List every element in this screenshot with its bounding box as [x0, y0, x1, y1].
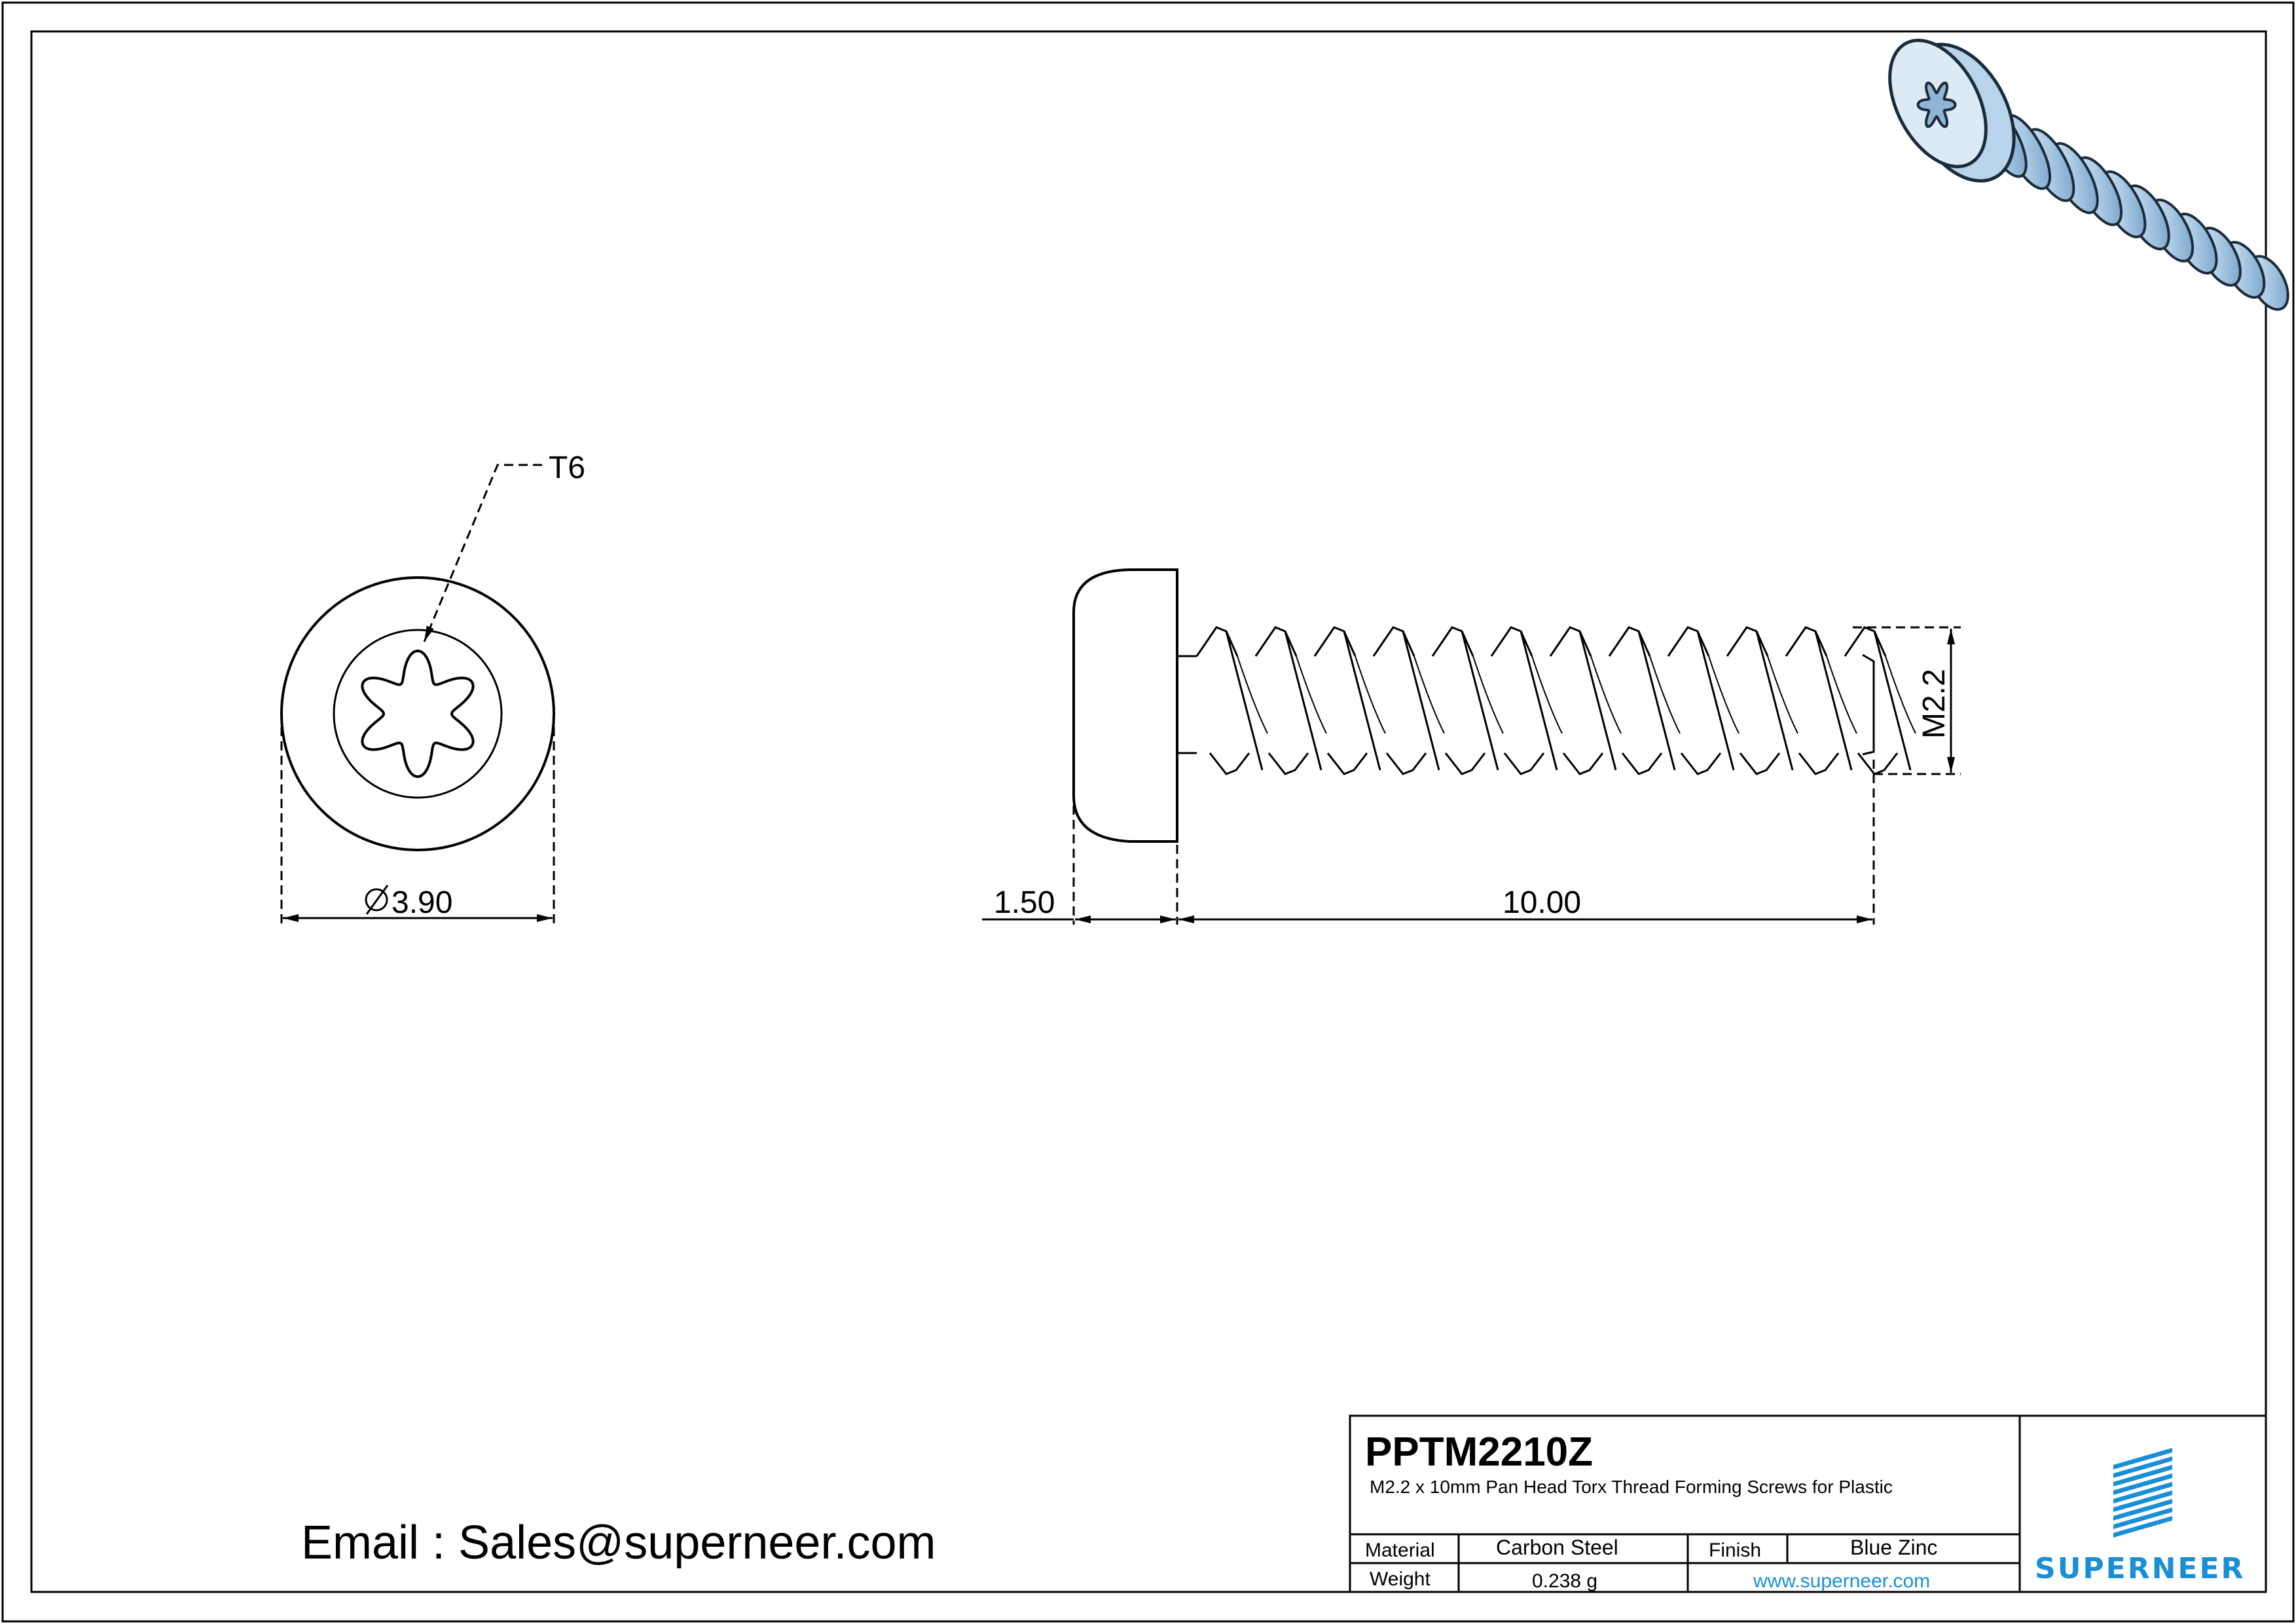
thread-crest-top — [1785, 626, 1828, 657]
screw-tip — [1862, 654, 1875, 756]
thread-crest-bottom — [1621, 752, 1663, 775]
thread-crest-top — [1726, 626, 1769, 657]
logo-stripe — [2113, 1473, 2172, 1495]
isometric-screw-image — [1888, 39, 2289, 311]
thread-helix-inner — [1590, 655, 1622, 734]
thread-crest-bottom — [1267, 752, 1309, 775]
inner-frame — [30, 30, 2267, 1593]
thread-crest-bottom — [1209, 752, 1250, 775]
website-link[interactable]: www.superneer.com — [1753, 1570, 1930, 1592]
drive-leader — [423, 464, 542, 642]
logo-stripe — [2113, 1490, 2172, 1512]
head-height-label: 1.50 — [994, 885, 1055, 920]
thread-helix — [1225, 631, 1264, 771]
head-diameter-label: 3.90 — [392, 885, 452, 920]
thread-helix-inner — [1355, 655, 1386, 734]
thread-crest-top — [1490, 626, 1533, 657]
thread-helix — [1402, 631, 1440, 771]
thread-helix-inner — [1531, 655, 1563, 734]
logo-stripe — [2113, 1482, 2172, 1504]
thread-helix — [1343, 631, 1381, 771]
thread-crest-top — [1844, 626, 1887, 657]
thread-helix — [1461, 631, 1499, 771]
torx-recess — [361, 649, 475, 779]
superneer-logo-icon — [2113, 1448, 2172, 1538]
part-description: M2.2 x 10mm Pan Head Torx Thread Forming… — [1370, 1477, 1893, 1497]
part-number: PPTM2210Z — [1365, 1430, 1593, 1475]
length-label: 10.00 — [1503, 885, 1581, 920]
thread-crest-bottom — [1857, 752, 1899, 775]
thread-helix — [1578, 631, 1617, 771]
thread-helix — [1873, 631, 1912, 771]
logo-stripe — [2113, 1456, 2172, 1478]
thread-helix-inner — [1826, 655, 1857, 734]
thread-profile — [1195, 626, 1916, 775]
thread-helix-inner — [1649, 655, 1681, 734]
title-block: PPTM2210Z M2.2 x 10mm Pan Head Torx Thre… — [1349, 1414, 2267, 1593]
logo-stripe — [2113, 1516, 2172, 1538]
logo-stripe — [2113, 1465, 2172, 1486]
head-end-view: T6 3.90 — [280, 451, 585, 923]
thread-crest-bottom — [1680, 752, 1722, 775]
weight-value: 0.238 g — [1532, 1570, 1597, 1592]
brand-name: SUPERNEER — [2035, 1552, 2245, 1585]
drive-label: T6 — [549, 451, 585, 485]
thread-helix — [1814, 631, 1853, 771]
thread-helix — [1520, 631, 1558, 771]
thread-helix — [1637, 631, 1676, 771]
thread-helix-inner — [1296, 655, 1327, 734]
thread-helix-inner — [1237, 655, 1268, 734]
thread-helix-inner — [1885, 655, 1916, 734]
thread-helix-inner — [1413, 655, 1445, 734]
thread-crest-bottom — [1326, 752, 1368, 775]
thread-helix-inner — [1767, 655, 1798, 734]
thread-helix — [1755, 631, 1794, 771]
recess-circle — [333, 629, 503, 799]
thread-helix-inner — [1472, 655, 1504, 734]
thread-crest-top — [1195, 626, 1239, 657]
thread-crest-bottom — [1385, 752, 1427, 775]
material-label: Material — [1365, 1540, 1435, 1561]
thread-crest-top — [1608, 626, 1651, 657]
thread-crest-top — [1313, 626, 1357, 657]
head-outline — [280, 576, 555, 851]
iso-torx-recess — [1916, 81, 1957, 128]
weight-label: Weight — [1370, 1568, 1430, 1590]
thread-crest-bottom — [1562, 752, 1604, 775]
thread-crest-bottom — [1444, 752, 1486, 775]
logo-stripe — [2113, 1448, 2172, 1469]
logo-stripe — [2113, 1499, 2172, 1521]
thread-crest-bottom — [1503, 752, 1545, 775]
diameter-symbol — [365, 885, 389, 915]
thread-crest-bottom — [1798, 752, 1840, 775]
thread-crest-top — [1254, 626, 1298, 657]
finish-value: Blue Zinc — [1850, 1536, 1937, 1559]
thread-crest-top — [1549, 626, 1592, 657]
pan-head-profile — [1072, 568, 1178, 843]
thread-helix-inner — [1708, 655, 1740, 734]
material-value: Carbon Steel — [1496, 1536, 1618, 1559]
thread-crest-bottom — [1739, 752, 1781, 775]
thread-crest-top — [1372, 626, 1415, 657]
thread-crest-top — [1667, 626, 1710, 657]
thread-helix — [1696, 631, 1735, 771]
thread-helix — [1284, 631, 1322, 771]
finish-label: Finish — [1709, 1540, 1761, 1561]
side-view: M2.2 1.50 10.00 — [982, 568, 1961, 925]
email-text: Email : Sales@superneer.com — [301, 1517, 936, 1569]
logo-stripe — [2113, 1507, 2172, 1529]
thread-crest-top — [1431, 626, 1474, 657]
thread-size-label: M2.2 — [1917, 669, 1952, 739]
